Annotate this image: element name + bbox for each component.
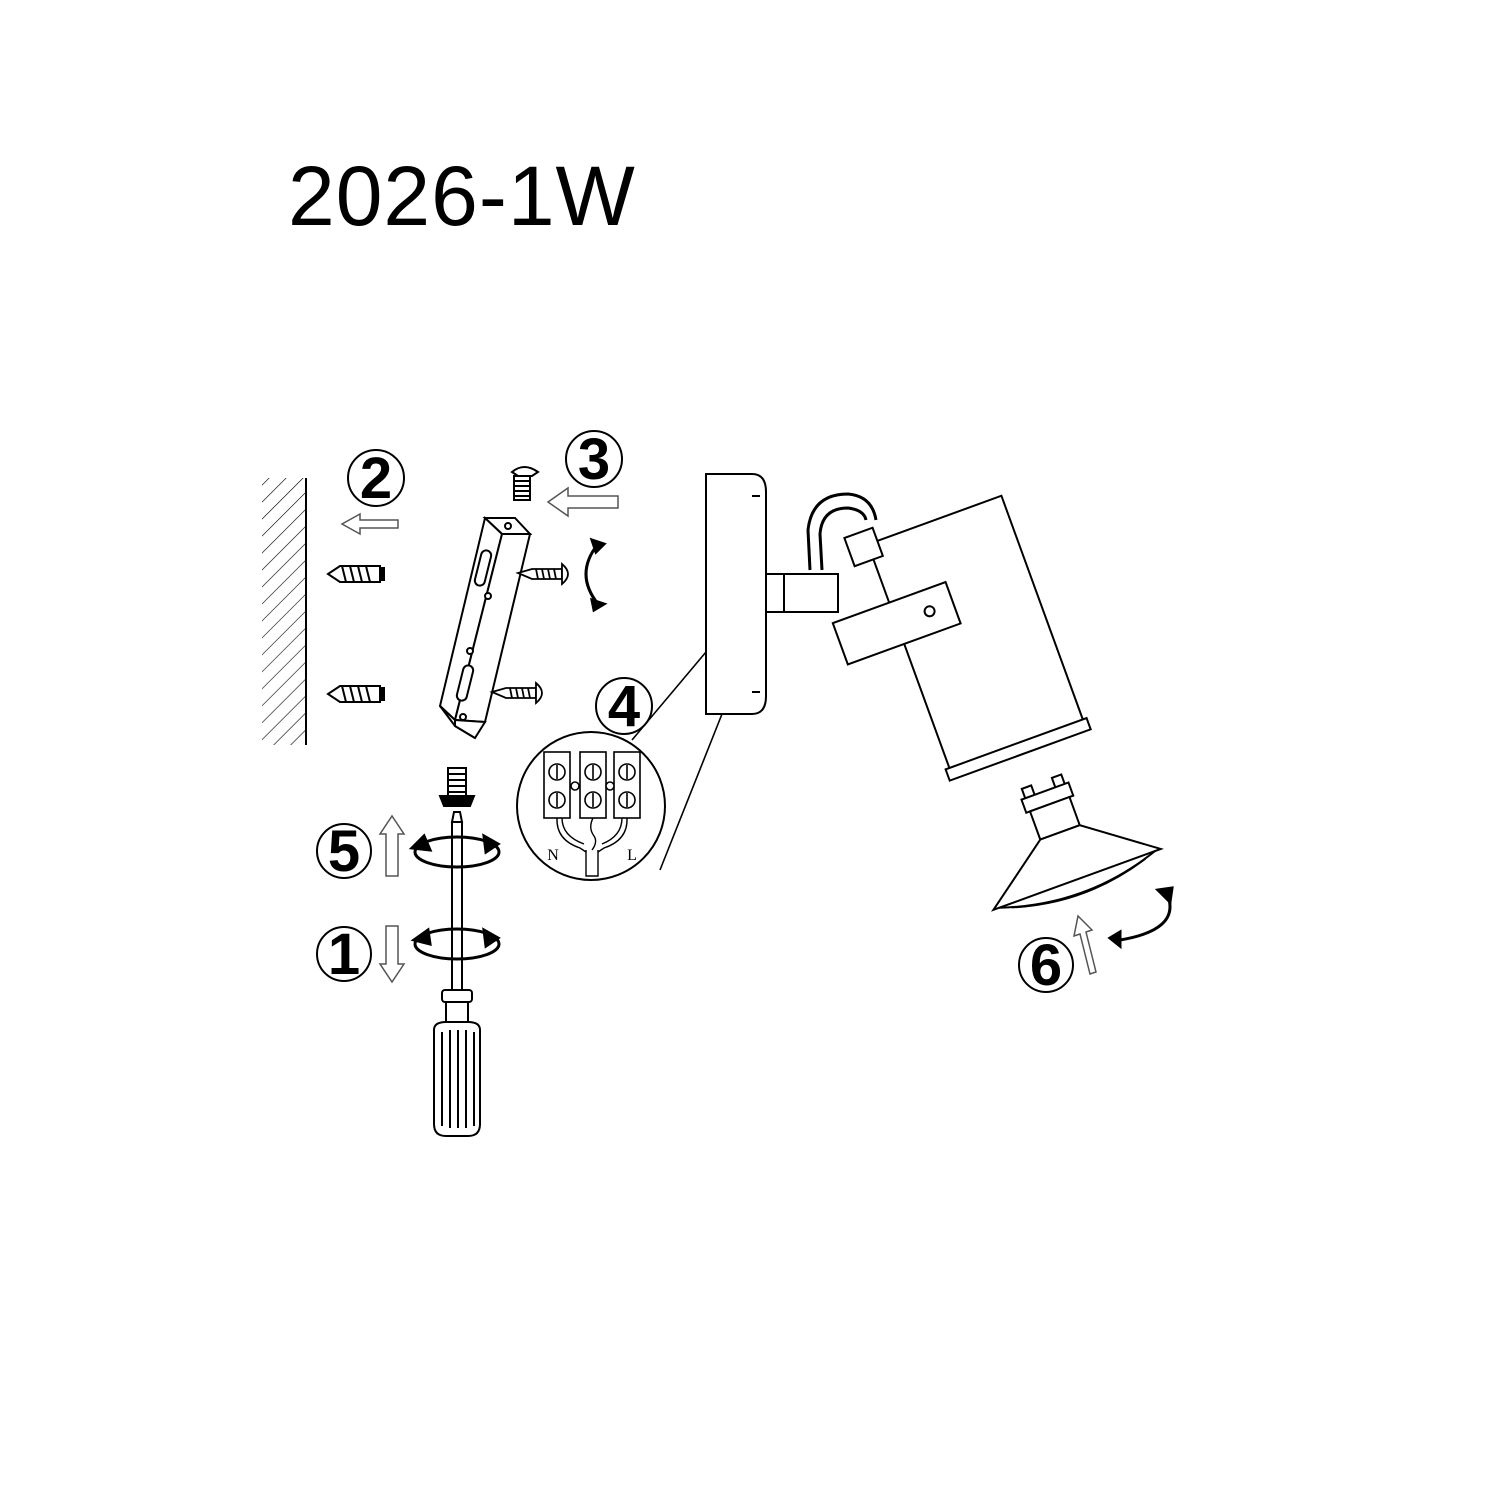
left-arrow-icon	[546, 486, 619, 518]
left-arrow-icon	[340, 512, 399, 536]
rotate-arrow-icon	[1107, 886, 1174, 950]
model-number-title: 2026-1W	[288, 149, 636, 243]
wall-plug	[326, 685, 385, 703]
step-6-badge: 6	[1018, 933, 1074, 998]
wood-screw	[489, 681, 543, 705]
down-arrow-icon	[378, 925, 406, 984]
step-1-number: 1	[328, 922, 360, 987]
step-4-badge: 4	[595, 674, 653, 739]
screwdriver	[433, 811, 481, 1137]
wall	[262, 478, 307, 745]
wall-lamp-assembly	[705, 473, 1092, 782]
rotate-arrow-icon	[584, 537, 608, 613]
step-4-number: 4	[608, 674, 640, 739]
up-arrow-icon	[378, 814, 406, 877]
up-arrow-icon	[1073, 914, 1097, 975]
step-6-number: 6	[1030, 933, 1062, 998]
wall-plug	[326, 565, 385, 583]
step-2-number: 2	[360, 446, 392, 511]
rotate-arrow-icon	[408, 833, 501, 869]
step-5-number: 5	[328, 819, 360, 884]
rotate-arrow-icon	[410, 927, 501, 961]
live-label: L	[627, 847, 637, 864]
wood-screw	[515, 562, 569, 586]
step-3-badge: 3	[565, 427, 623, 492]
machine-screw	[510, 466, 540, 501]
step-5-badge: 5	[316, 819, 372, 884]
supply-wires	[556, 817, 628, 877]
neutral-label: N	[547, 847, 559, 864]
step-2-badge: 2	[347, 446, 405, 511]
fixing-bolt	[438, 767, 476, 807]
gu10-bulb	[990, 773, 1164, 912]
step-3-number: 3	[578, 427, 610, 492]
step-1-badge: 1	[316, 922, 372, 987]
mounting-bracket	[438, 516, 533, 740]
wiring-detail: N L	[516, 731, 666, 881]
terminal-block	[543, 751, 641, 819]
